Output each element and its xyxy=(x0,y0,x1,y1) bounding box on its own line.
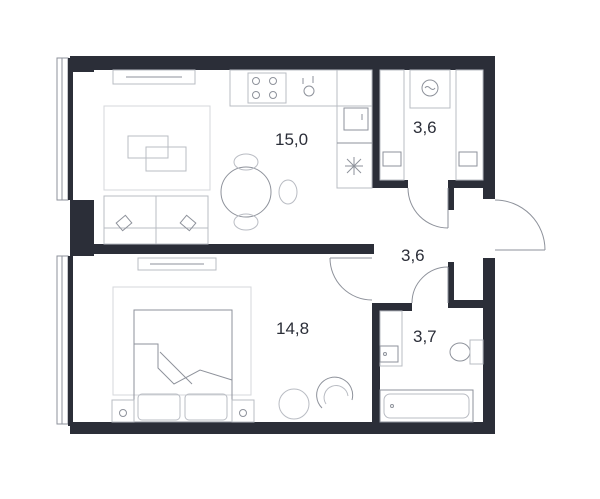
living-furniture xyxy=(103,69,373,245)
room-area-bathroom: 3,7 xyxy=(413,327,437,346)
bedroom-furniture xyxy=(111,257,354,423)
room-area-bedroom: 14,8 xyxy=(276,319,309,338)
left-windows xyxy=(56,57,73,426)
inner-walls xyxy=(94,70,495,428)
room-area-hallway: 3,6 xyxy=(401,246,425,265)
doors xyxy=(329,187,546,304)
bathroom-furniture xyxy=(379,310,484,423)
room-area-living: 15,0 xyxy=(275,130,308,149)
laundry-furniture xyxy=(379,69,484,181)
room-area-laundry: 3,6 xyxy=(413,118,437,137)
